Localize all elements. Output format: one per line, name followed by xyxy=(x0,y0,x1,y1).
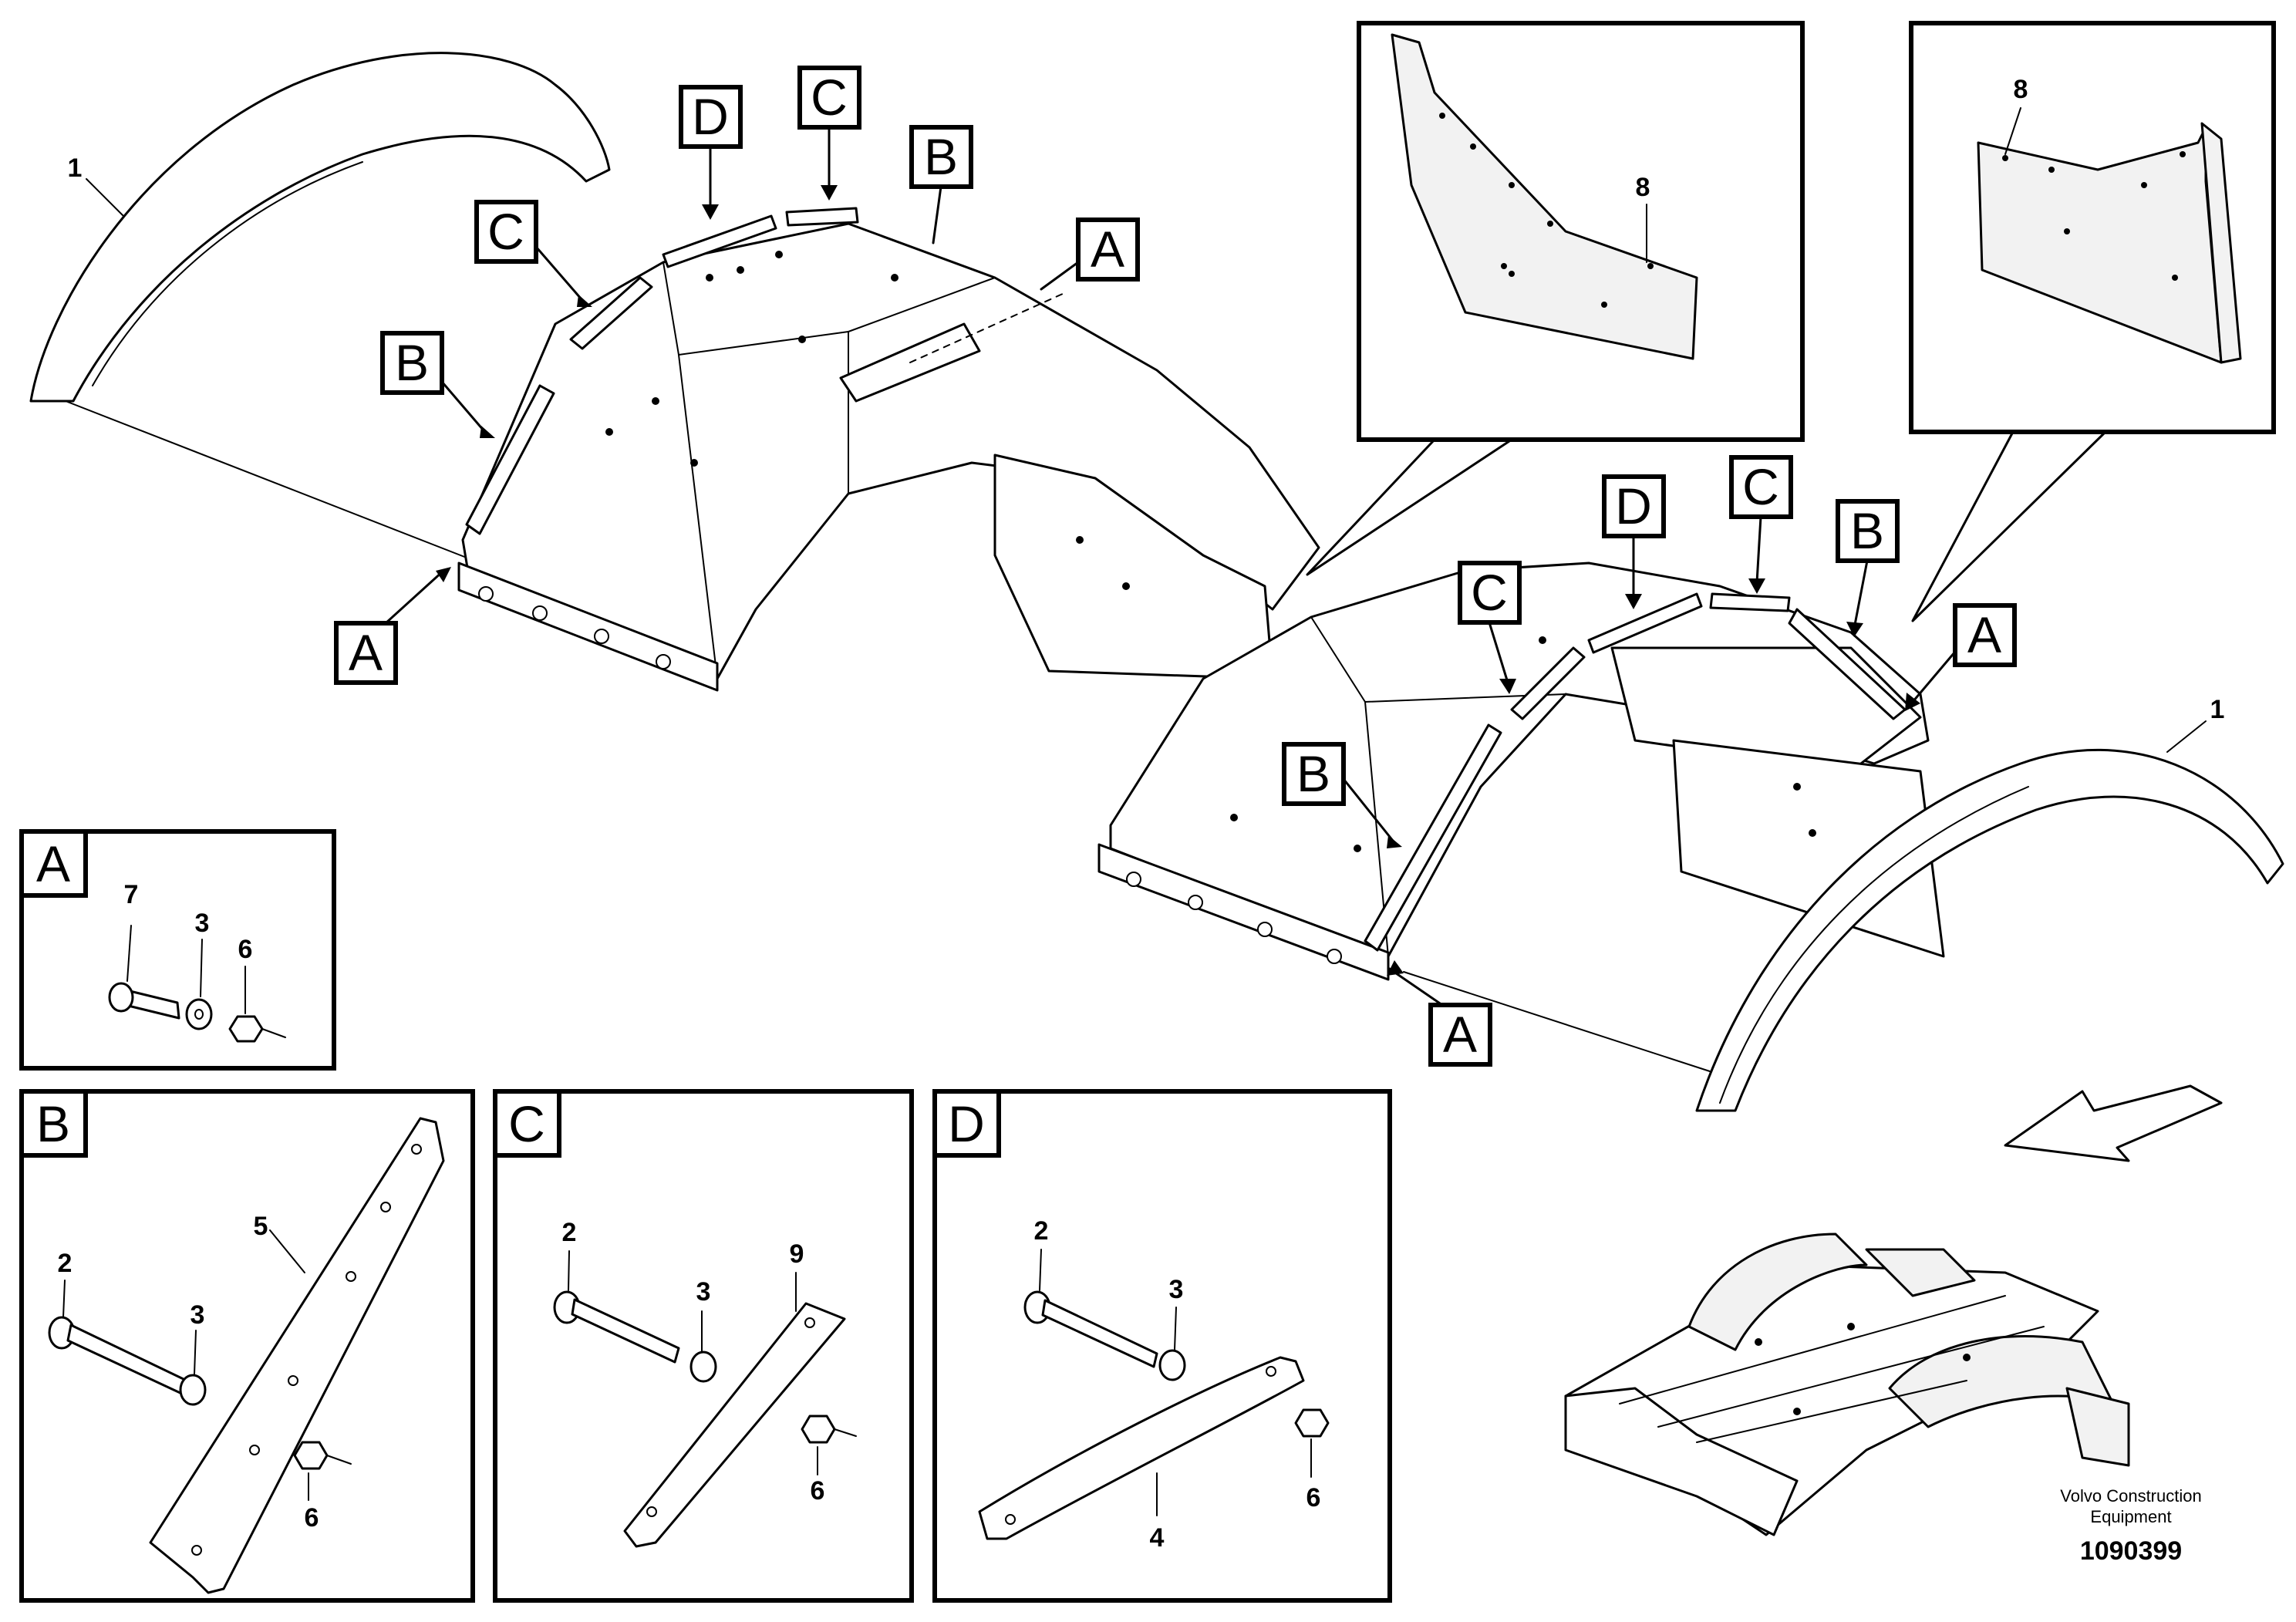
wear-strip-9[interactable] xyxy=(623,1302,846,1548)
detail-b-item-6: 6 xyxy=(305,1503,319,1533)
detail-d-item-3: 3 xyxy=(1169,1275,1184,1304)
detail-d-item-4: 4 xyxy=(1150,1523,1165,1553)
detail-a-panel: A 7 3 6 xyxy=(19,829,336,1071)
left-fender-assembly xyxy=(29,52,1320,692)
bolt-7-head xyxy=(108,982,134,1013)
tag-a-right-bottom: A xyxy=(1387,960,1492,1067)
detail-c-item-3: 3 xyxy=(696,1277,711,1307)
brand-line-1: Volvo Construction xyxy=(2060,1486,2201,1506)
tag-d-left: D xyxy=(679,85,743,220)
tag-b-right-side: B xyxy=(1282,742,1402,848)
svg-text:B: B xyxy=(1850,502,1884,559)
tag-a-right-top: A xyxy=(1905,603,2017,711)
svg-text:D: D xyxy=(692,88,729,145)
document-number: 1090399 xyxy=(2080,1536,2182,1566)
wear-strip-5[interactable] xyxy=(149,1117,445,1594)
item-number-1-right: 1 xyxy=(2210,695,2225,724)
mud-flap-8-left[interactable] xyxy=(1391,33,1698,360)
nut-6[interactable] xyxy=(801,1415,836,1444)
nut-6[interactable] xyxy=(293,1441,329,1470)
detail-b-letter: B xyxy=(36,1095,70,1152)
tag-a-left-top: A xyxy=(1040,218,1140,291)
svg-text:B: B xyxy=(924,128,958,185)
left-inner-mud-panel[interactable] xyxy=(993,454,1274,680)
detail-d-letter: D xyxy=(948,1095,985,1152)
tag-a-left-bottom: A xyxy=(334,567,451,685)
right-inner-mud-panel[interactable] xyxy=(1610,646,1922,773)
right-strip-d[interactable] xyxy=(1587,592,1703,654)
detail-b-item-3: 3 xyxy=(190,1300,205,1330)
washer-3[interactable] xyxy=(1158,1349,1186,1381)
left-strip-c[interactable] xyxy=(569,276,653,350)
wear-strip-4[interactable] xyxy=(978,1356,1305,1540)
right-strip-b2[interactable] xyxy=(1788,608,1907,720)
tag-b-left-side: B xyxy=(380,331,495,438)
detail-a-item-7: 7 xyxy=(124,880,139,909)
nut-6[interactable] xyxy=(228,1015,264,1043)
left-strip-b[interactable] xyxy=(465,384,555,535)
item-number-8-left: 8 xyxy=(1636,173,1650,202)
detail-callout-right-8: 8 xyxy=(1909,21,2276,622)
svg-text:A: A xyxy=(1443,1006,1477,1063)
detail-c-item-2: 2 xyxy=(562,1218,577,1247)
brand-line-2: Equipment xyxy=(2090,1507,2171,1526)
svg-text:D: D xyxy=(1615,477,1652,534)
detail-b-panel: B 2 3 5 6 xyxy=(19,1089,475,1603)
tag-b-right-top: B xyxy=(1836,499,1900,637)
detail-c-letter: C xyxy=(508,1095,545,1152)
mud-flap-8-right-edge xyxy=(2200,122,2242,364)
detail-d-item-6: 6 xyxy=(1306,1483,1321,1512)
right-fender-flare[interactable] xyxy=(1695,748,2284,1112)
tag-c-left-side: C xyxy=(474,200,592,307)
left-strip-d[interactable] xyxy=(662,214,777,268)
tag-d-right: D xyxy=(1602,474,1666,609)
detail-a-label xyxy=(19,829,88,898)
detail-c-label xyxy=(493,1089,561,1158)
right-fender-bottom-rail[interactable] xyxy=(1097,843,1390,981)
detail-c-panel: C 2 3 9 6 xyxy=(493,1089,914,1603)
svg-text:C: C xyxy=(1471,564,1508,621)
detail-a-item-3: 3 xyxy=(195,909,210,938)
tag-c-left-top: C xyxy=(797,66,861,201)
nut-6[interactable] xyxy=(1294,1408,1330,1438)
detail-d-label xyxy=(932,1089,1001,1158)
svg-text:C: C xyxy=(1742,458,1779,515)
right-strip-c2[interactable] xyxy=(1709,592,1791,612)
detail-b-label xyxy=(19,1089,88,1158)
washer-3[interactable] xyxy=(689,1351,717,1383)
machine-overview-thumbnail xyxy=(1564,1233,2130,1536)
washer-3[interactable] xyxy=(179,1374,207,1406)
svg-text:B: B xyxy=(395,334,429,391)
right-strip-b[interactable] xyxy=(1364,723,1502,952)
view-direction-arrow xyxy=(2004,1084,2223,1162)
left-fender-flare[interactable] xyxy=(29,52,611,403)
left-fender-bottom-rail[interactable] xyxy=(457,561,719,692)
left-fender-body[interactable] xyxy=(461,222,1320,680)
left-strip-c2[interactable] xyxy=(785,207,859,227)
svg-text:A: A xyxy=(1091,221,1124,278)
svg-text:B: B xyxy=(1296,745,1330,802)
tag-c-right-1: C xyxy=(1458,561,1522,694)
item-number-1-left: 1 xyxy=(68,153,83,183)
item-number-8-right: 8 xyxy=(2014,75,2028,104)
detail-d-panel: D 2 3 4 6 xyxy=(932,1089,1392,1603)
svg-text:C: C xyxy=(487,203,524,260)
tag-b-left-top: B xyxy=(909,125,973,244)
detail-callout-left-8: 8 xyxy=(1306,21,1805,576)
svg-text:A: A xyxy=(1967,606,2001,663)
detail-c-item-9: 9 xyxy=(790,1239,804,1269)
svg-text:C: C xyxy=(811,69,848,126)
detail-c-item-6: 6 xyxy=(811,1476,825,1506)
right-fender-assembly xyxy=(1097,561,2284,1112)
detail-d-item-2: 2 xyxy=(1034,1216,1049,1246)
detail-b-item-2: 2 xyxy=(58,1249,72,1278)
tag-c-right-2: C xyxy=(1729,455,1793,594)
detail-b-item-5: 5 xyxy=(254,1212,268,1241)
svg-text:A: A xyxy=(349,624,383,681)
detail-a-item-6: 6 xyxy=(238,935,253,964)
right-strip-c[interactable] xyxy=(1510,646,1586,720)
detail-a-letter: A xyxy=(36,835,70,892)
